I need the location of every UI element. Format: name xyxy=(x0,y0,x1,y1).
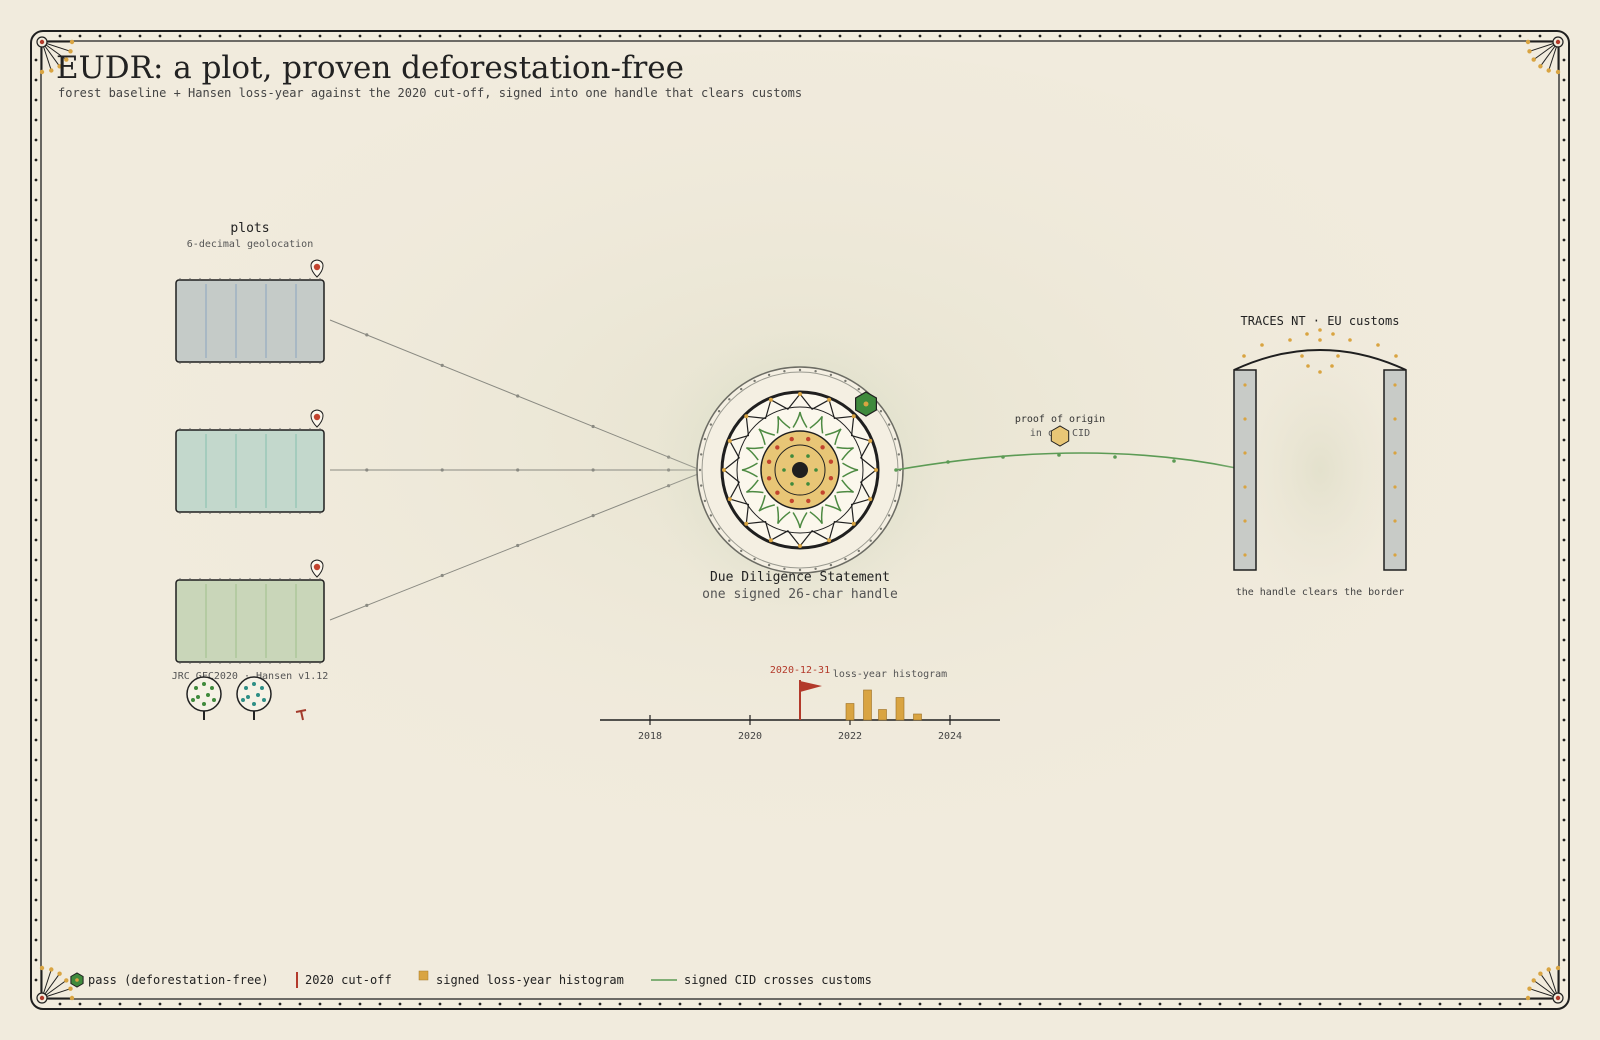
plot-card-3[interactable] xyxy=(175,559,325,664)
plots-label: plots xyxy=(230,221,269,236)
legend-cutoff-label: 2020 cut-off xyxy=(305,973,392,987)
timeline-tick-label: 2018 xyxy=(638,731,662,742)
histogram-label: loss-year histogram xyxy=(833,669,947,680)
cutoff-flag-icon xyxy=(799,680,822,720)
tree-icon xyxy=(236,676,272,720)
timeline-tick-label: 2020 xyxy=(738,731,762,742)
gate-glow xyxy=(1210,300,1430,640)
geolocation-pin-icon xyxy=(310,409,324,428)
histogram-bar xyxy=(878,709,887,721)
timeline-tick-label: 2022 xyxy=(838,731,862,742)
customs-title: TRACES NT · EU customs xyxy=(1241,314,1400,328)
ornamental-frame xyxy=(30,30,1570,1010)
page-subtitle: forest baseline + Hansen loss-year again… xyxy=(58,86,802,100)
cid-path-dots xyxy=(894,453,1176,472)
cid-path xyxy=(895,452,1237,471)
legend-pass-label: pass (deforestation-free) xyxy=(88,973,269,987)
plot-connectors xyxy=(329,319,699,621)
histogram-bar xyxy=(845,703,855,721)
geolocation-pin-icon xyxy=(310,559,324,578)
page-title: EUDR: a plot, proven deforestation-free xyxy=(56,50,684,86)
forest-baseline-source: JRC GFC2020 · Hansen v1.12 xyxy=(172,671,329,682)
legend-histogram-swatch xyxy=(418,970,429,981)
dds-title: Due Diligence Statement xyxy=(710,570,890,585)
cutoff-date-label: 2020-12-31 xyxy=(770,665,830,676)
histogram-bar xyxy=(913,713,922,721)
corner-ornaments xyxy=(36,36,1564,1004)
dds-subtitle: one signed 26-char handle xyxy=(702,587,898,602)
proof-label: proof of origin xyxy=(1015,414,1105,425)
histogram-bar xyxy=(863,689,872,721)
legend-cid-label: signed CID crosses customs xyxy=(684,973,872,987)
plot-card-1[interactable] xyxy=(175,259,325,364)
timeline-tick-label: 2024 xyxy=(938,731,962,742)
customs-caption: the handle clears the border xyxy=(1236,587,1405,598)
pass-badge-icon xyxy=(854,391,878,417)
dds-seal[interactable] xyxy=(696,366,904,574)
cid-token-icon xyxy=(1050,425,1070,447)
geolocation-pin-icon xyxy=(310,259,324,278)
plots-sublabel: 6-decimal geolocation xyxy=(187,239,313,250)
histogram-bar xyxy=(895,697,905,721)
cleared-stump-icon xyxy=(295,709,307,721)
customs-gate-icon[interactable] xyxy=(1233,328,1407,571)
tree-icon xyxy=(186,676,222,720)
legend: pass (deforestation-free) 2020 cut-off s… xyxy=(70,970,872,988)
loss-year-timeline: 2018 2020 2022 2024 2020-12-31 loss-year hi… xyxy=(600,665,1000,742)
legend-histogram-label: signed loss-year histogram xyxy=(436,973,624,987)
plot-card-2[interactable] xyxy=(175,409,325,514)
